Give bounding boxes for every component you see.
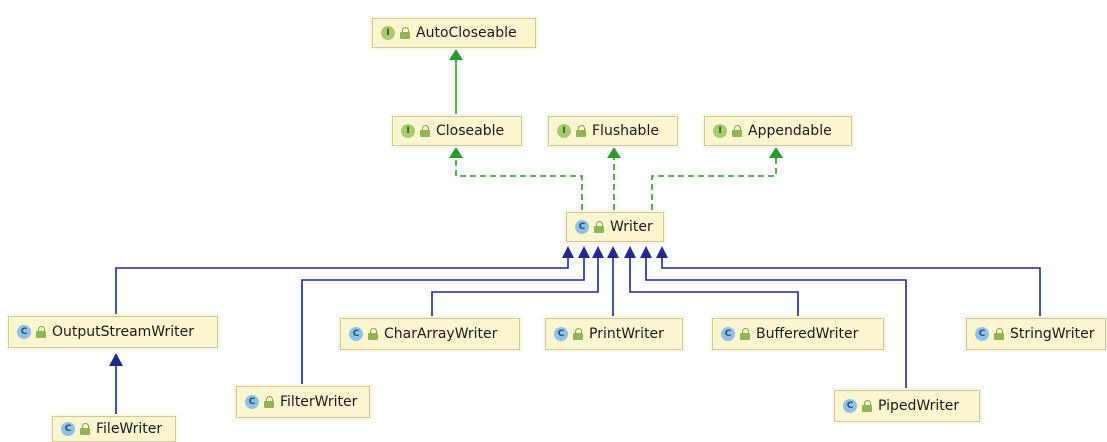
public-icon bbox=[732, 125, 742, 137]
node-appendable[interactable]: I Appendable bbox=[704, 116, 852, 146]
node-outputstreamwriter[interactable]: C OutputStreamWriter bbox=[8, 316, 218, 348]
interface-icon: I bbox=[713, 124, 727, 138]
node-label: Writer bbox=[610, 219, 653, 235]
arrow-head-4 bbox=[607, 246, 619, 258]
interface-icon: I bbox=[381, 26, 395, 40]
node-label: StringWriter bbox=[1010, 326, 1095, 342]
arrow-to-flushable bbox=[607, 147, 621, 158]
node-label: PrintWriter bbox=[589, 326, 664, 342]
edge-closeable-to-autocloseable bbox=[449, 49, 463, 114]
arrow-head-2 bbox=[578, 246, 590, 258]
class-icon: C bbox=[721, 327, 735, 341]
edge-filterwriter-to-writer bbox=[301, 256, 585, 384]
arrow-to-closeable bbox=[449, 147, 463, 158]
node-autocloseable[interactable]: I AutoCloseable bbox=[372, 18, 536, 48]
arrow-head-3 bbox=[592, 246, 604, 258]
arrow-head-filewriter bbox=[109, 353, 123, 366]
edge-stringwriter-to-writer bbox=[661, 256, 1041, 316]
class-icon: C bbox=[575, 220, 589, 234]
class-icon: C bbox=[17, 325, 31, 339]
edge-pipedwriter-to-writer bbox=[645, 256, 907, 388]
class-icon: C bbox=[349, 327, 363, 341]
class-icon: C bbox=[61, 422, 75, 436]
public-icon bbox=[264, 396, 274, 408]
interface-icon: I bbox=[557, 124, 571, 138]
node-label: FilterWriter bbox=[280, 394, 358, 410]
edge-writer-to-appendable bbox=[651, 156, 777, 210]
class-icon: C bbox=[245, 395, 259, 409]
node-flushable[interactable]: I Flushable bbox=[548, 116, 678, 146]
arrow-head-1 bbox=[562, 246, 574, 258]
edge-outputstreamwriter-to-writer bbox=[115, 256, 569, 314]
arrow-to-appendable bbox=[769, 147, 783, 158]
arrow-head-6 bbox=[640, 246, 652, 258]
public-icon bbox=[994, 328, 1004, 340]
public-icon bbox=[573, 328, 583, 340]
node-label: AutoCloseable bbox=[416, 25, 517, 41]
node-stringwriter[interactable]: C StringWriter bbox=[966, 318, 1106, 350]
edge-writer-to-closeable bbox=[455, 156, 583, 210]
node-filterwriter[interactable]: C FilterWriter bbox=[236, 386, 370, 418]
public-icon bbox=[368, 328, 378, 340]
arrow-head-5 bbox=[624, 246, 636, 258]
node-printwriter[interactable]: C PrintWriter bbox=[545, 318, 683, 350]
public-icon bbox=[420, 125, 430, 137]
node-label: Flushable bbox=[592, 123, 659, 139]
public-icon bbox=[400, 27, 410, 39]
public-icon bbox=[740, 328, 750, 340]
node-label: FileWriter bbox=[96, 421, 163, 437]
class-icon: C bbox=[843, 399, 857, 413]
node-writer[interactable]: C Writer bbox=[566, 212, 664, 242]
public-icon bbox=[80, 423, 90, 435]
edge-chararraywriter-to-writer bbox=[431, 256, 599, 316]
node-label: PipedWriter bbox=[878, 398, 960, 414]
arrow-head-7 bbox=[656, 246, 668, 258]
node-label: CharArrayWriter bbox=[384, 326, 498, 342]
node-closeable[interactable]: I Closeable bbox=[392, 116, 522, 146]
public-icon bbox=[36, 326, 46, 338]
node-label: BufferedWriter bbox=[756, 326, 859, 342]
public-icon bbox=[576, 125, 586, 137]
node-label: Appendable bbox=[748, 123, 832, 139]
node-label: OutputStreamWriter bbox=[52, 324, 195, 340]
interface-icon: I bbox=[401, 124, 415, 138]
node-label: Closeable bbox=[436, 123, 505, 139]
public-icon bbox=[594, 221, 604, 233]
class-icon: C bbox=[975, 327, 989, 341]
public-icon bbox=[862, 400, 872, 412]
node-pipedwriter[interactable]: C PipedWriter bbox=[834, 390, 980, 422]
node-filewriter[interactable]: C FileWriter bbox=[52, 416, 176, 442]
node-chararraywriter[interactable]: C CharArrayWriter bbox=[340, 318, 520, 350]
node-bufferedwriter[interactable]: C BufferedWriter bbox=[712, 318, 884, 350]
edge-bufferedwriter-to-writer bbox=[629, 256, 799, 316]
class-icon: C bbox=[554, 327, 568, 341]
